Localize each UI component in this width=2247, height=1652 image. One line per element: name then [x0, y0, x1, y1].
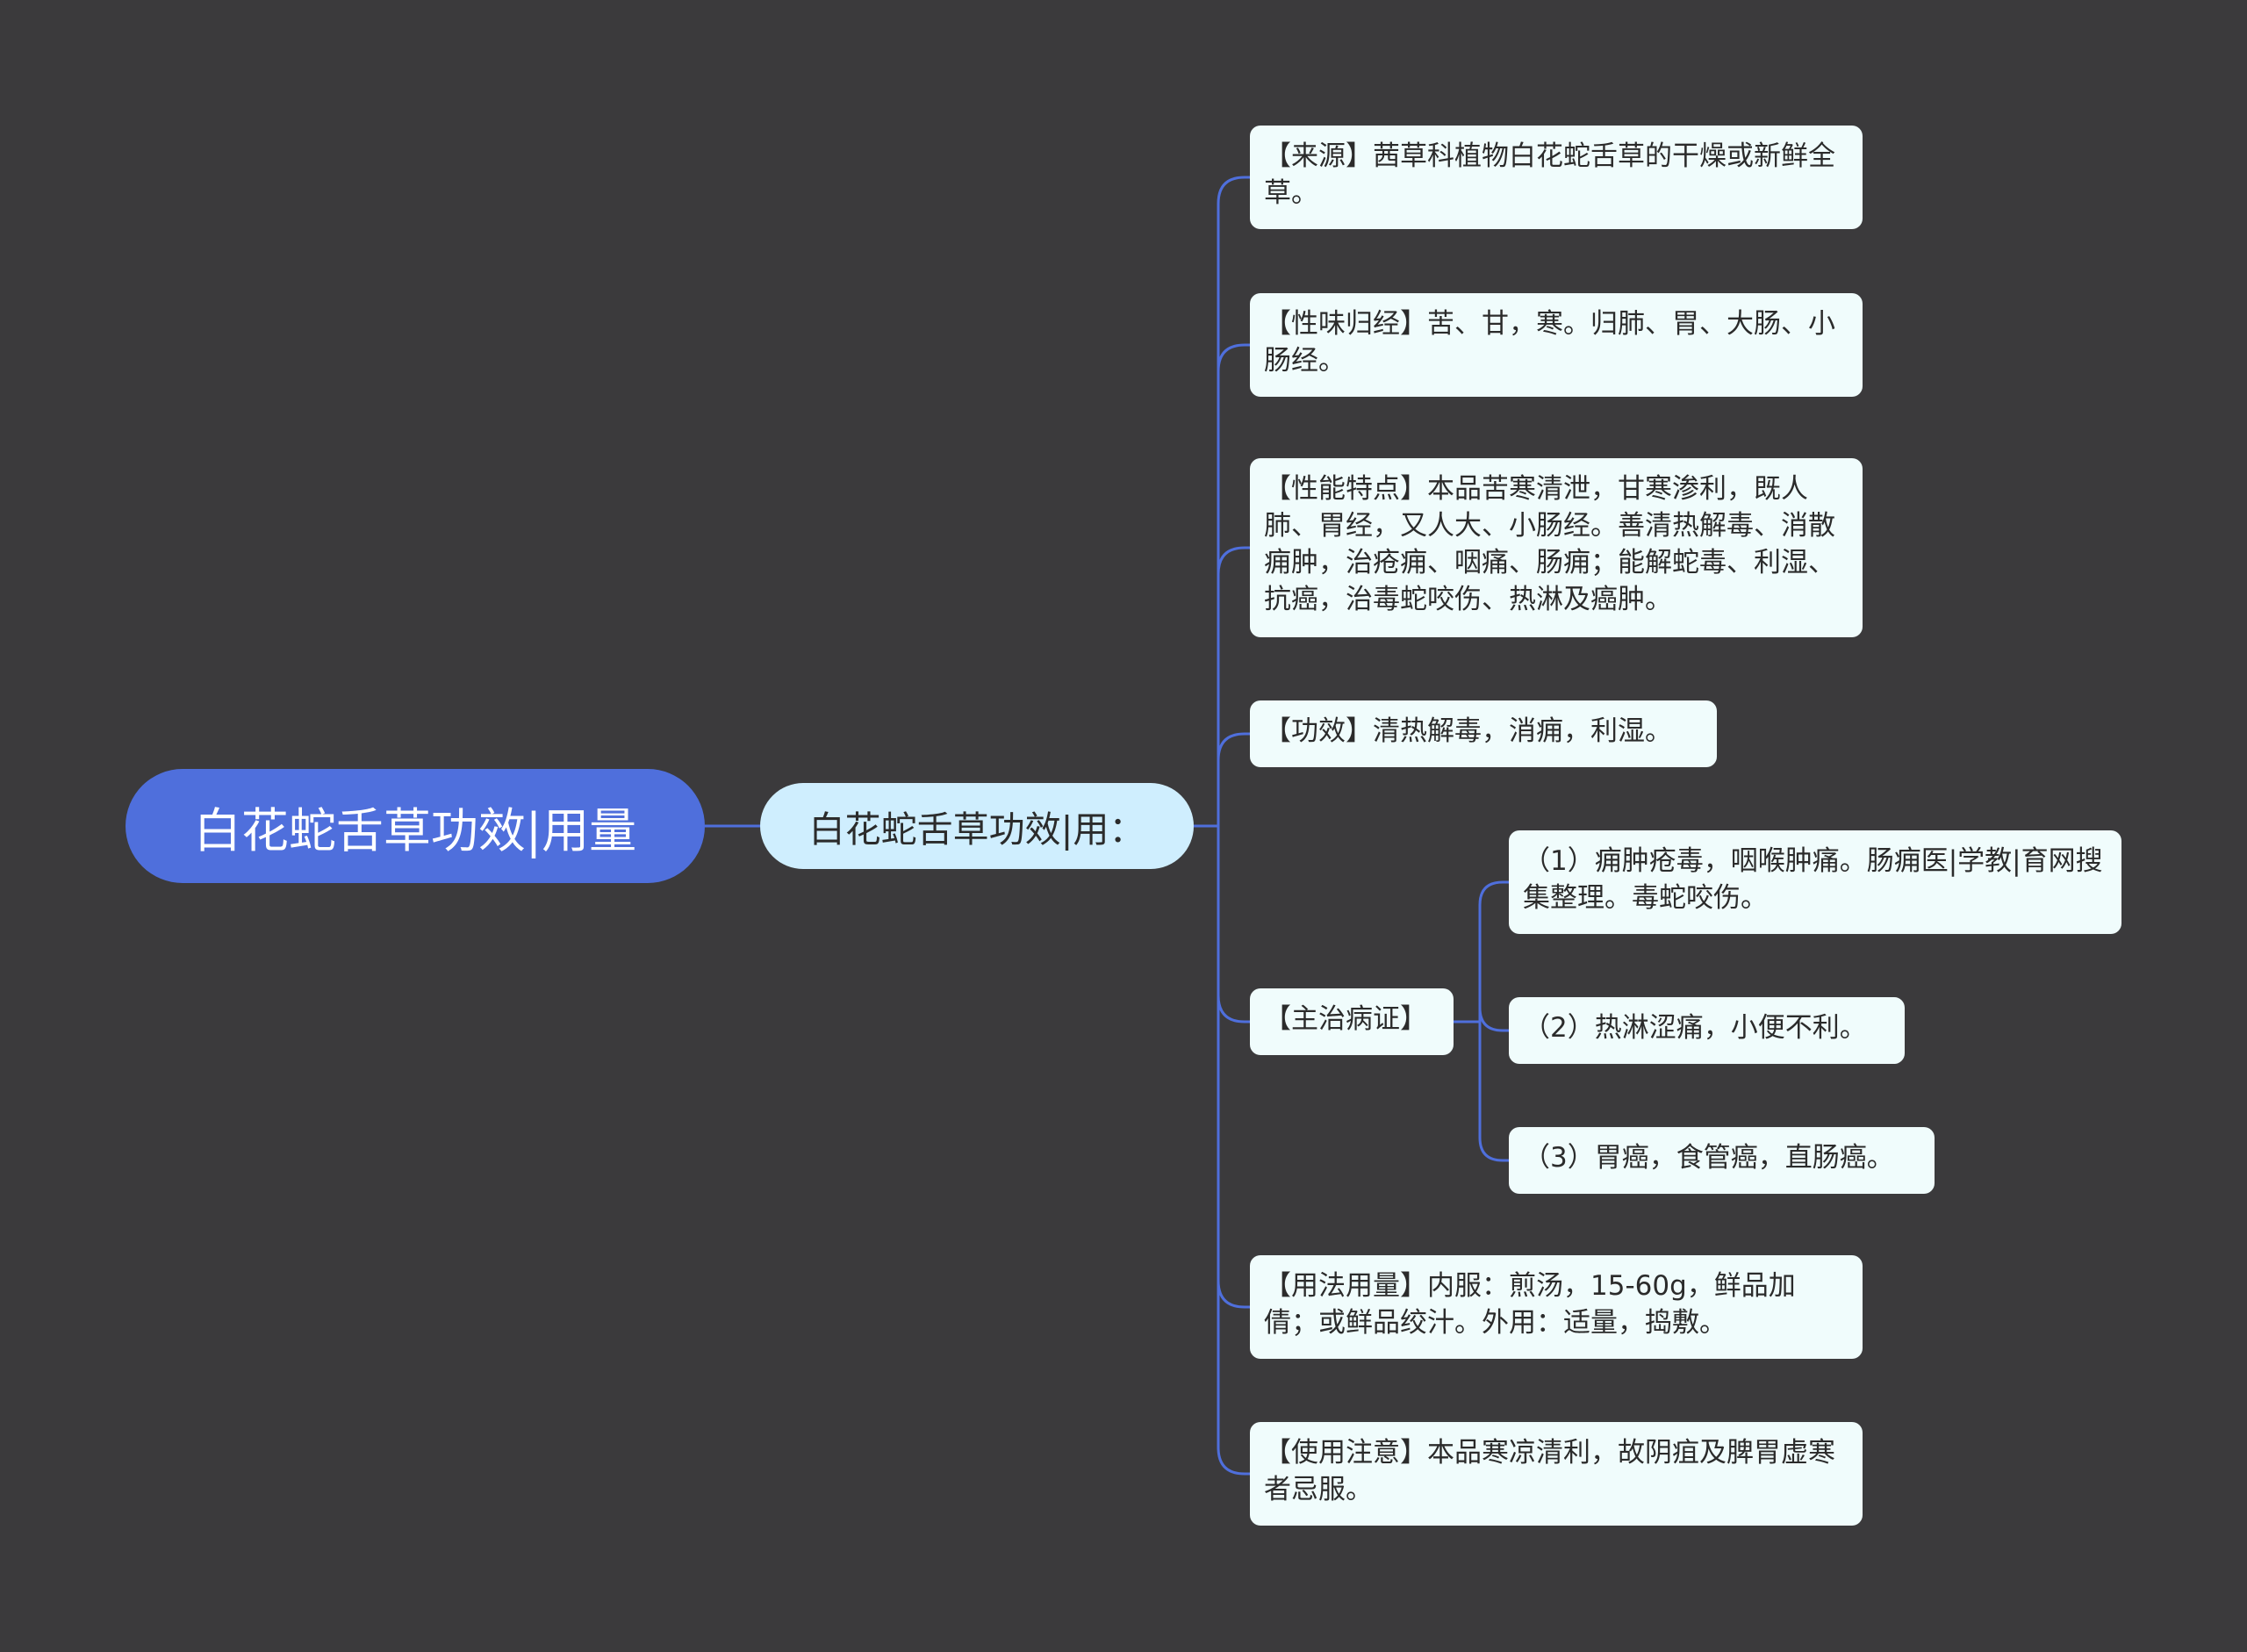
indication-child-connector [1478, 880, 1509, 1022]
leaf-dosage-text: 【用法用量】内服：煎汤，15-60g，鲜品加倩；或鲜品绞汁。外用：适量，捣敷。 [1264, 1270, 1796, 1339]
leaf-efficacy[interactable]: 【功效】清热解毒，消痈，利湿。 [1250, 700, 1717, 767]
root-topic-label: 白花蛇舌草功效|用量 [193, 802, 637, 858]
leaf-connector [1217, 826, 1250, 1309]
leaf-connector [1217, 176, 1250, 826]
leaf-connector [1217, 732, 1250, 826]
leaf-caution[interactable]: 【使用注意】本品寒凉清利，故阴疽及脾胃虚寒者忌服。 [1250, 1422, 1863, 1526]
leaf-connector [1217, 826, 1250, 1024]
leaf-indications-text: 【主治病证】 [1264, 1003, 1427, 1035]
indication-item-text: （2）热淋涩痛，小便不利。 [1523, 1012, 1867, 1044]
leaf-nature[interactable]: 【性味归经】苦、甘，寒。归肺、胃、大肠、小肠经。 [1250, 293, 1863, 397]
leaf-dosage[interactable]: 【用法用量】内服：煎汤，15-60g，鲜品加倩；或鲜品绞汁。外用：适量，捣敷。 [1250, 1255, 1863, 1359]
leaf-connector [1217, 826, 1250, 1476]
leaf-nature-text: 【性味归经】苦、甘，寒。归肺、胃、大肠、小肠经。 [1264, 308, 1835, 377]
leaf-efficacy-text: 【功效】清热解毒，消痈，利湿。 [1264, 715, 1672, 747]
indication-child-connector [1478, 1007, 1509, 1032]
sub-topic[interactable]: 白花蛇舌草功效|用： [760, 783, 1194, 869]
leaf-source-text: 【来源】茜草科植物白花蛇舌草的干燥或新鲜全草。 [1264, 140, 1835, 209]
indication-item[interactable]: （2）热淋涩痛，小便不利。 [1509, 997, 1905, 1064]
indication-item-text: （3）胃癌，食管癌，直肠癌。 [1523, 1142, 1894, 1174]
root-topic[interactable]: 白花蛇舌草功效|用量 [126, 769, 705, 883]
sub-topic-label: 白花蛇舌草功效|用： [808, 808, 1145, 851]
leaf-connector [1217, 546, 1250, 826]
indication-child-connector [1478, 1022, 1509, 1162]
indication-item[interactable]: （1）痈肿疮毒，咽喉肿痛。肠痈医|学教|育网搜集整理。毒蛇咬伤。 [1509, 830, 2121, 934]
indication-item-text: （1）痈肿疮毒，咽喉肿痛。肠痈医|学教|育网搜集整理。毒蛇咬伤。 [1523, 845, 2103, 914]
indication-item[interactable]: （3）胃癌，食管癌，直肠癌。 [1509, 1127, 1935, 1194]
leaf-connector [1217, 343, 1250, 826]
leaf-caution-text: 【使用注意】本品寒凉清利，故阴疽及脾胃虚寒者忌服。 [1264, 1437, 1835, 1505]
leaf-properties-text: 【性能特点】本品苦寒清泄，甘寒渗利，既人肺、胃经，又人大、小肠经。善清热解毒、消… [1264, 473, 1835, 615]
leaf-properties[interactable]: 【性能特点】本品苦寒清泄，甘寒渗利，既人肺、胃经，又人大、小肠经。善清热解毒、消… [1250, 458, 1863, 637]
leaf-source[interactable]: 【来源】茜草科植物白花蛇舌草的干燥或新鲜全草。 [1250, 126, 1863, 229]
leaf-indications[interactable]: 【主治病证】 [1250, 988, 1454, 1055]
